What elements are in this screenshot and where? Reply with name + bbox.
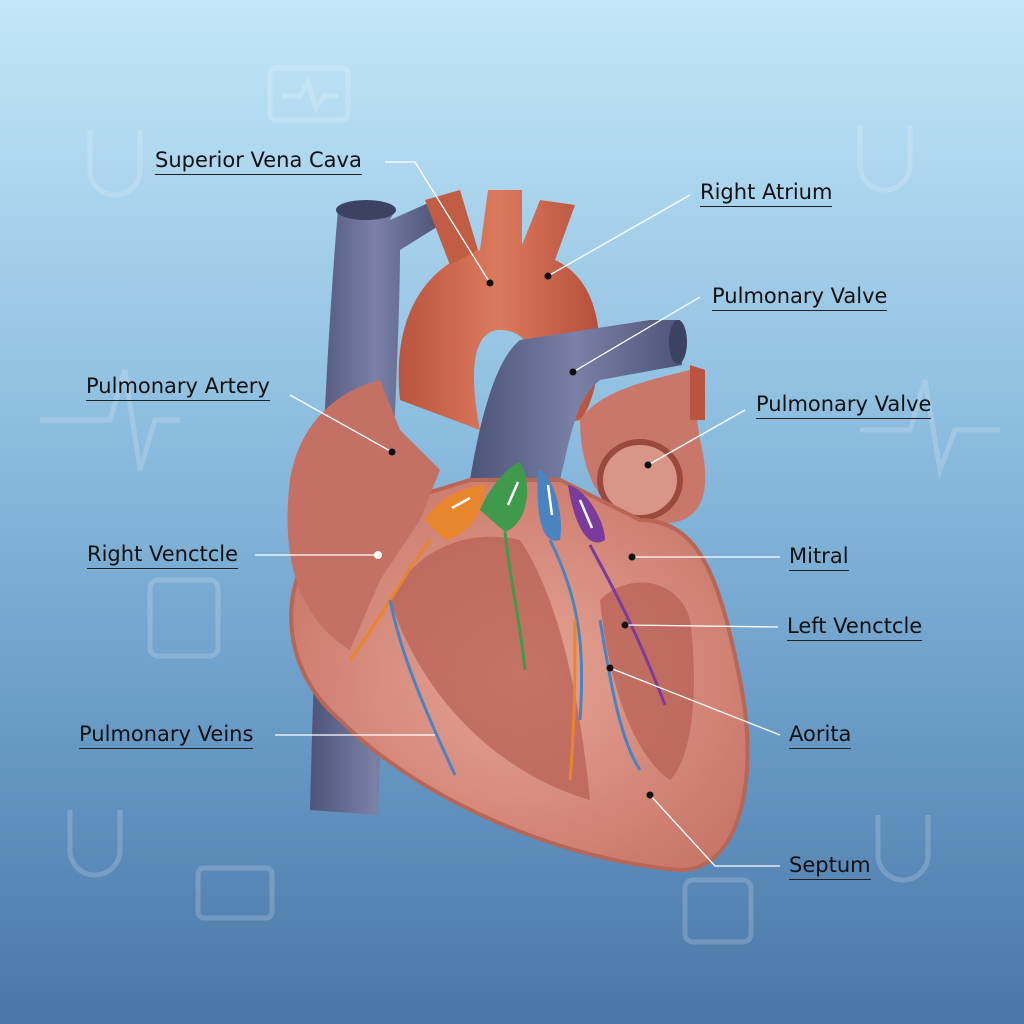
right-atrium xyxy=(287,380,440,650)
leader-lines xyxy=(255,161,781,867)
stethoscope-icon xyxy=(87,130,143,198)
monitor-icon xyxy=(195,865,275,921)
ecg-icon xyxy=(40,369,180,471)
label-pulmonary-valve-2: Pulmonary Valve xyxy=(756,392,932,419)
pulmonary-trunk xyxy=(470,320,682,480)
stethoscope-icon xyxy=(67,810,123,878)
medical-card-icon xyxy=(147,577,221,659)
ecg-icon xyxy=(860,379,1000,480)
background-medical-icons xyxy=(40,65,1000,945)
medical-bag-icon xyxy=(682,877,754,945)
stethoscope-icon xyxy=(875,815,931,883)
heart-valves xyxy=(348,462,667,781)
right-ventricle-chamber xyxy=(390,536,590,800)
label-pulmonary-veins: Pulmonary Veins xyxy=(79,722,254,749)
label-superior-vena-cava: Superior Vena Cava xyxy=(155,148,362,175)
label-aorta: Aorita xyxy=(789,722,852,749)
label-pulmonary-valve: Pulmonary Valve xyxy=(712,284,888,311)
left-ventricle-chamber xyxy=(600,582,694,780)
label-right-ventricle: Right Venctcle xyxy=(87,542,239,569)
valve-green xyxy=(480,462,528,532)
valve-blue xyxy=(537,470,561,541)
leader-dots xyxy=(374,272,654,799)
label-pulmonary-artery: Pulmonary Artery xyxy=(86,374,270,401)
label-mitral: Mitral xyxy=(789,544,849,571)
monitor-icon xyxy=(267,65,351,123)
label-left-ventricle: Left Venctcle xyxy=(787,614,923,641)
stethoscope-icon xyxy=(857,125,913,193)
label-right-atrium: Right Atrium xyxy=(700,180,833,207)
label-septum: Septum xyxy=(789,853,871,880)
